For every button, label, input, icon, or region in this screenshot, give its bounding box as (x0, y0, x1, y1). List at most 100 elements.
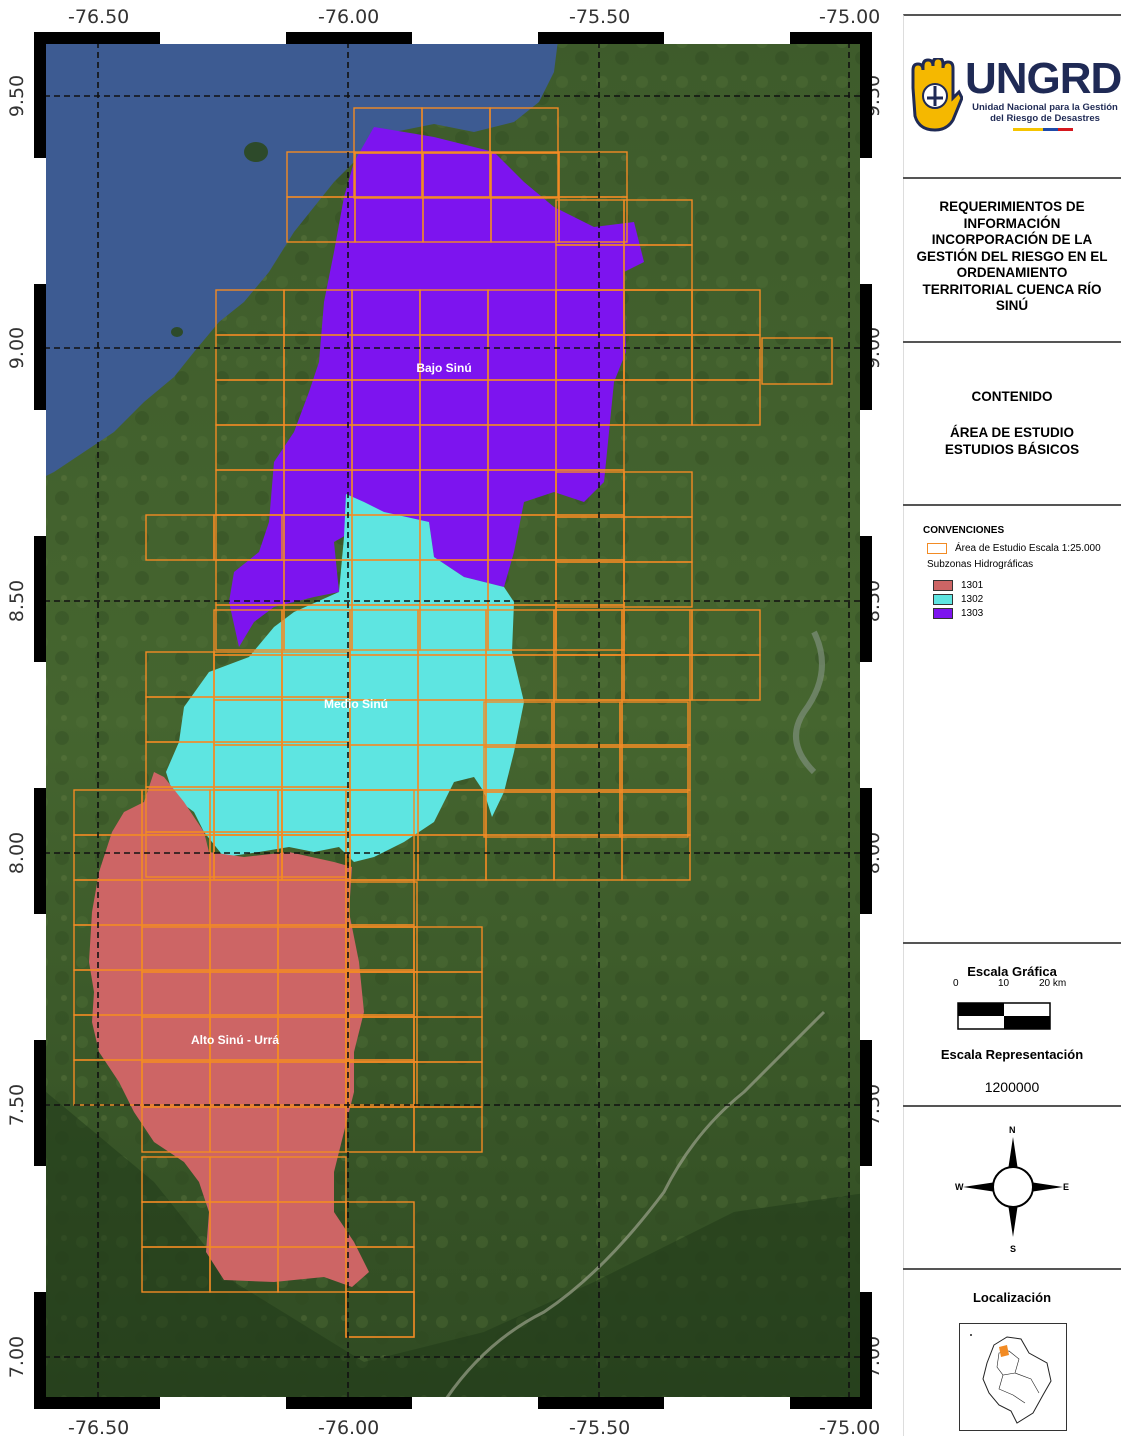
legend-item-1302: 1302 (933, 592, 983, 606)
map-svg: Bajo Sinú Medio Sinú Alto Sinú - Urrá (34, 32, 872, 1409)
legend-study-area: Área de Estudio Escala 1:25.000 (927, 541, 1101, 555)
swatch-1303 (933, 607, 953, 619)
grid-tile (623, 561, 693, 608)
north-s: S (1010, 1244, 1017, 1254)
lat-tick-left: 8.50 (6, 579, 28, 623)
frame-segment (34, 662, 46, 788)
label-medio-sinu: Medio Sinú (324, 697, 388, 711)
legend-item-1303: 1303 (933, 606, 983, 620)
legend-subzones-title: Subzonas Hidrográficas (927, 559, 1034, 570)
frame-segment (860, 1292, 872, 1409)
frame-segment (664, 1397, 790, 1409)
river (442, 1010, 826, 1403)
legend-item-1301: 1301 (933, 578, 983, 592)
lon-tick-top: -76.00 (318, 6, 380, 28)
frame-segment (790, 32, 872, 44)
legend-section: CONVENCIONES Área de Estudio Escala 1:25… (903, 506, 1121, 944)
frame-segment (860, 536, 872, 662)
frame-segment (664, 32, 790, 44)
frame-segment (286, 32, 412, 44)
lat-tick-left: 8.00 (6, 831, 28, 875)
label-alto-sinu: Alto Sinú - Urrá (191, 1033, 279, 1047)
frame-segment (860, 32, 872, 158)
region-alto-sinu[interactable] (89, 772, 369, 1287)
lat-tick-left: 9.50 (6, 74, 28, 118)
side-panel: UNGRD Unidad Nacional para la Gestión de… (903, 14, 1121, 1436)
flag-stripe (1013, 128, 1073, 131)
lon-tick-top: -75.50 (569, 6, 631, 28)
brand-subtitle: Unidad Nacional para la Gestión del Ries… (972, 102, 1118, 124)
content-section: CONTENIDO ÁREA DE ESTUDIO ESTUDIOS BÁSIC… (903, 343, 1121, 506)
frame-segment (34, 536, 46, 662)
grid-tile (413, 1106, 483, 1153)
content-heading: CONTENIDO (971, 389, 1053, 404)
frame-segment (860, 158, 872, 284)
frame-segment (790, 1397, 872, 1409)
region-bajo-sinu[interactable] (229, 127, 644, 647)
frame-segment (860, 1166, 872, 1292)
frame-segment (34, 788, 46, 914)
frame-segment (860, 410, 872, 536)
grid-tile (691, 379, 761, 426)
frame-segment (34, 410, 46, 536)
grid-tile (621, 834, 691, 881)
frame-segment (34, 32, 160, 44)
frame-segment (286, 1397, 412, 1409)
region-medio-sinu[interactable] (166, 494, 524, 862)
legend-title: CONVENCIONES (923, 525, 1005, 536)
frame-segment (160, 32, 286, 44)
frame-segment (34, 914, 46, 1040)
north-arrow-icon (963, 1137, 1063, 1237)
island (171, 327, 183, 337)
north-section: N S E W (903, 1107, 1121, 1270)
frame-segment (160, 1397, 286, 1409)
mountains (34, 1082, 872, 1409)
lon-tick-bottom: -76.00 (318, 1417, 380, 1439)
north-e: E (1063, 1182, 1070, 1192)
logo-section: UNGRD Unidad Nacional para la Gestión de… (903, 14, 1121, 179)
frame-segment (860, 788, 872, 914)
north-w: W (955, 1182, 964, 1192)
swatch-1301 (933, 579, 953, 591)
lon-tick-top: -75.00 (819, 6, 881, 28)
map-canvas[interactable]: Bajo Sinú Medio Sinú Alto Sinú - Urrá (34, 32, 872, 1409)
lon-tick-top: -76.50 (68, 6, 130, 28)
label-bajo-sinu: Bajo Sinú (416, 361, 471, 375)
scale-section: Escala Gráfica 0 10 20 km Escala Represe… (903, 944, 1121, 1107)
location-inset-map (959, 1323, 1067, 1431)
north-n: N (1009, 1125, 1016, 1135)
grid-tile (691, 654, 761, 701)
lon-tick-bottom: -75.00 (819, 1417, 881, 1439)
scale-rep-value: 1200000 (984, 1079, 1040, 1095)
grid-tile (213, 514, 283, 561)
map-frame (34, 32, 872, 1409)
study-area-swatch (927, 542, 947, 554)
swatch-1302 (933, 593, 953, 605)
frame-segment (34, 1397, 160, 1409)
lon-tick-bottom: -75.50 (569, 1417, 631, 1439)
lat-tick-left: 7.50 (6, 1083, 28, 1127)
grid-tile (619, 791, 689, 838)
study-area-grid (73, 107, 833, 1338)
frame-segment (34, 1166, 46, 1292)
title-section: REQUERIMIENTOS DE INFORMACIÓN INCORPORAC… (903, 179, 1121, 343)
wetland (793, 630, 825, 775)
frame-segment (860, 662, 872, 788)
frame-segment (860, 914, 872, 1040)
scale-rep-title: Escala Representación (940, 1047, 1084, 1062)
content-text: ÁREA DE ESTUDIO ESTUDIOS BÁSICOS (944, 425, 1080, 457)
scale-title: Escala Gráfica (967, 964, 1057, 979)
map-title: REQUERIMIENTOS DE INFORMACIÓN INCORPORAC… (916, 199, 1108, 313)
lat-tick-left: 9.00 (6, 326, 28, 370)
frame-segment (34, 158, 46, 284)
grid-tile (489, 152, 559, 199)
frame-segment (538, 1397, 664, 1409)
frame-segment (34, 32, 46, 158)
frame-segment (860, 284, 872, 410)
frame-segment (860, 1040, 872, 1166)
location-title: Localización (972, 1290, 1052, 1305)
scale-bar (957, 1002, 1051, 1030)
frame-segment (412, 1397, 538, 1409)
location-section: Localización (903, 1270, 1121, 1436)
frame-segment (34, 284, 46, 410)
